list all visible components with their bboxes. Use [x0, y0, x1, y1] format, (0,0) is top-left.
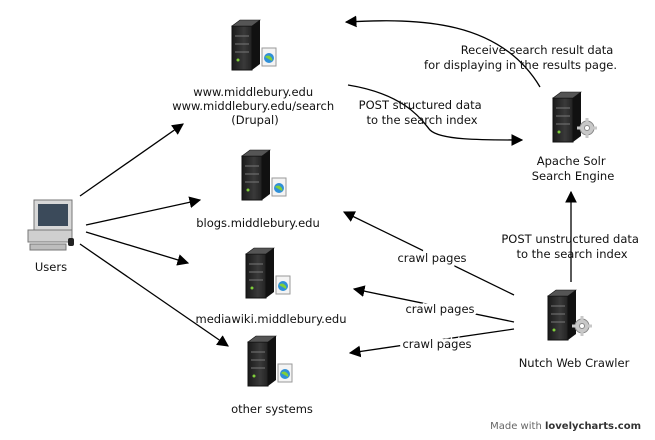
- edge-nutch-blogs: [342, 211, 515, 296]
- credit-prefix: Made with: [490, 421, 542, 432]
- footer-credit: Made with lovelycharts.com: [490, 421, 641, 432]
- web-server-icon: [247, 335, 293, 387]
- crawl-blogs-label: crawl pages: [397, 251, 466, 265]
- edge-middlebury-solr: [347, 84, 524, 146]
- solr-label: Apache Solr Search Engine: [532, 154, 615, 183]
- middlebury-label: www.middlebury.edu www.middlebury.edu/se…: [172, 85, 338, 127]
- users-label: Users: [35, 260, 67, 274]
- desktop-computer-icon: [27, 199, 74, 251]
- edge-nutch-mediawiki: [352, 285, 515, 323]
- crawl-other-label: crawl pages: [402, 337, 471, 351]
- blogs-label: blogs.middlebury.edu: [196, 216, 320, 230]
- web-server-icon: [245, 247, 291, 299]
- web-server-icon: [241, 149, 287, 201]
- credit-brand: lovelycharts.com: [544, 421, 641, 432]
- crawl-mediawiki-label: crawl pages: [405, 302, 474, 316]
- edge-users-blogs: [85, 196, 202, 226]
- gear-server-icon: [552, 91, 598, 143]
- nutch-label: Nutch Web Crawler: [519, 356, 630, 370]
- web-server-icon: [231, 19, 277, 71]
- gear-server-icon: [547, 289, 593, 341]
- edge-users-mediawiki: [85, 231, 190, 266]
- post-unstructured-label: POST unstructured data to the search ind…: [501, 232, 642, 261]
- receive-data-label: Receive search result data for displayin…: [424, 43, 617, 72]
- edge-solr-middlebury: [344, 15, 541, 88]
- mediawiki-label: mediawiki.middlebury.edu: [196, 312, 347, 326]
- edge-users-middlebury: [79, 123, 184, 197]
- other-systems-label: other systems: [231, 402, 313, 416]
- post-structured-label: POST structured data to the search index: [359, 98, 486, 127]
- edge-users-other: [79, 243, 229, 347]
- edge-nutch-other: [348, 328, 515, 358]
